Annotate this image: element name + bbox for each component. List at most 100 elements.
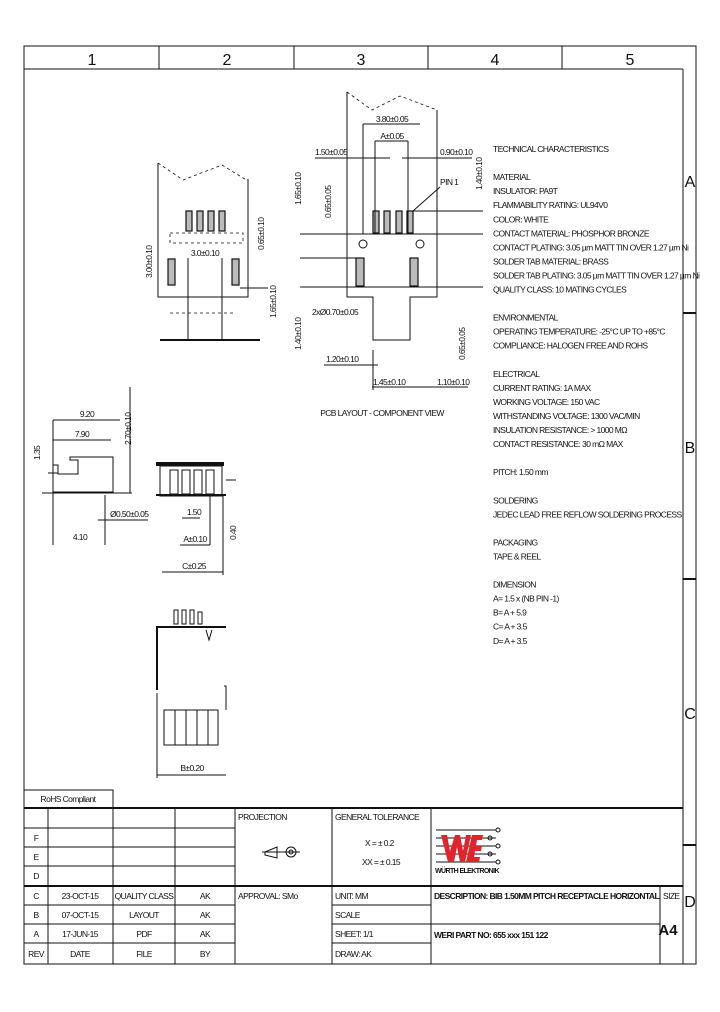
characteristic-line: FLAMMABILITY RATING: UL94V0 <box>493 200 608 210</box>
file-cell: QUALITY CLASS <box>115 891 175 901</box>
characteristic-line: WORKING VOLTAGE: 150 VAC <box>493 397 600 407</box>
rev-cell: F <box>34 833 39 843</box>
dimension-label: 1.50±0.05 <box>315 147 348 157</box>
column-label: 3 <box>357 52 366 69</box>
rev-cell: E <box>33 852 39 862</box>
date-header: DATE <box>70 949 91 959</box>
characteristic-line: A= 1.5 x (NB PIN -1) <box>493 594 559 604</box>
characteristic-line: INSULATOR: PA9T <box>493 186 558 196</box>
dimension-label: A±0.05 <box>380 131 404 141</box>
characteristic-line: CONTACT MATERIAL: PHOSPHOR BRONZE <box>493 228 650 238</box>
row-label: D <box>684 894 696 911</box>
characteristic-line: QUALITY CLASS: 10 MATING CYCLES <box>493 285 627 295</box>
column-label: 2 <box>223 52 232 69</box>
characteristic-line: TECHNICAL CHARACTERISTICS <box>493 144 609 154</box>
characteristic-line: PITCH: 1.50 mm <box>493 467 548 477</box>
date-cell: 23-OCT-15 <box>62 891 100 901</box>
dimension-label: 0.65±0.10 <box>256 217 266 250</box>
front-view <box>156 462 236 575</box>
characteristic-line: SOLDER TAB MATERIAL: BRASS <box>493 256 609 266</box>
by-header: BY <box>200 949 211 959</box>
rev-cell: B <box>33 910 39 920</box>
dimension-label: 1.50 <box>187 507 202 517</box>
dimension-label: 1.65±0.10 <box>268 285 278 318</box>
file-cell: PDF <box>136 929 152 939</box>
characteristic-line: C= A + 3.5 <box>493 622 528 632</box>
dimension-label: 1.65±0.10 <box>293 172 303 205</box>
dimension-label: C±0.25 <box>182 561 207 571</box>
dimension-label: 1.45±0.10 <box>373 377 406 387</box>
characteristic-line: OPERATING TEMPERATURE: -25°C UP TO +85°C <box>493 327 665 337</box>
file-cell: LAYOUT <box>129 910 159 920</box>
projection-symbol-icon <box>262 846 300 859</box>
logo-wordmark: WÜRTH ELEKTRONIK <box>435 866 499 875</box>
by-cell: AK <box>200 910 211 920</box>
row-label: A <box>685 174 696 191</box>
sheet-label: SHEET: 1/1 <box>335 929 374 939</box>
dimension-label: 0.65±0.05 <box>457 327 467 360</box>
size-value: A4 <box>658 922 678 939</box>
dimension-label: Ø0.50±0.05 <box>110 509 149 519</box>
dimension-label: 0.65±0.05 <box>323 185 333 218</box>
size-label: SIZE <box>663 891 680 901</box>
tolerance-x: X = ± 0.2 <box>365 838 395 848</box>
pcb-layout-view <box>300 91 483 390</box>
drawn-label: DRAW: AK <box>335 949 372 959</box>
characteristic-line: ELECTRICAL <box>493 369 540 379</box>
characteristic-line: CURRENT RATING: 1A MAX <box>493 383 591 393</box>
characteristic-line: CONTACT RESISTANCE: 30 mΩ MAX <box>493 439 624 449</box>
characteristic-line: SOLDERING <box>493 495 538 505</box>
characteristic-line: D= A + 3.5 <box>493 636 528 646</box>
dimension-label: 0.40 <box>228 525 238 540</box>
rev-cell: A <box>33 929 39 939</box>
wurth-elektronik-logo: WÜRTH ELEKTRONIK <box>435 827 501 875</box>
dimension-label: 1.40±0.10 <box>474 157 484 190</box>
dimension-label: 1.10±0.10 <box>437 377 470 387</box>
dimension-label: 3.00±0.10 <box>144 245 154 278</box>
unit-label: UNIT: MM <box>335 891 368 901</box>
dimension-label: 2xØ0.70±0.05 <box>312 307 359 317</box>
dimension-label: 0.90±0.10 <box>440 147 473 157</box>
characteristic-line: INSULATION RESISTANCE: > 1000 MΩ <box>493 425 627 435</box>
bottom-view <box>156 609 227 778</box>
row-label: C <box>684 706 696 723</box>
top-view <box>157 162 268 341</box>
characteristic-line: TAPE & REEL <box>493 551 541 561</box>
characteristic-line: WITHSTANDING VOLTAGE: 1300 VAC/MIN <box>493 411 640 421</box>
column-label: 4 <box>491 52 500 69</box>
by-cell: AK <box>200 891 211 901</box>
scale-label: SCALE <box>335 910 361 920</box>
dimension-label: 7.90 <box>75 429 90 439</box>
characteristic-line: CONTACT PLATING: 3.05 µm MATT TIN OVER 1… <box>493 242 689 252</box>
characteristic-line: PACKAGING <box>493 537 538 547</box>
characteristic-line: COLOR: WHITE <box>493 214 549 224</box>
characteristic-line: B= A + 5.9 <box>493 608 527 618</box>
sheet-frame <box>23 45 697 965</box>
projection-label: PROJECTION <box>238 812 287 822</box>
dimension-label: 2.70±0.10 <box>123 412 133 445</box>
characteristic-line: JEDEC LEAD FREE REFLOW SOLDERING PROCESS <box>493 509 682 519</box>
rohs-compliant-label: RoHS Compliant <box>41 794 97 804</box>
description: DESCRIPTION: BIB 1.50MM PITCH RECEPTACLE… <box>434 891 659 901</box>
rev-cell: C <box>33 891 39 901</box>
file-header: FILE <box>136 949 152 959</box>
title-block <box>23 789 683 964</box>
view-title: PCB LAYOUT - COMPONENT VIEW <box>320 408 444 418</box>
column-label: 5 <box>626 52 635 69</box>
tolerance-xx: XX = ± 0.15 <box>362 857 401 867</box>
dimension-label: 1.20±0.10 <box>326 354 359 364</box>
characteristic-line: ENVIRONMENTAL <box>493 313 559 323</box>
general-tolerance-label: GENERAL TOLERANCE <box>335 812 420 822</box>
dimension-label: 3.0±0.10 <box>191 248 220 258</box>
characteristic-line: COMPLIANCE: HALOGEN FREE AND ROHS <box>493 341 648 351</box>
pin-1-label: PIN 1 <box>440 177 459 187</box>
dimension-label: B±0.20 <box>180 763 204 773</box>
date-cell: 17-JUN-15 <box>62 929 99 939</box>
dimension-label: 1.40±0.10 <box>293 317 303 350</box>
column-label: 1 <box>88 52 97 69</box>
technical-characteristics: TECHNICAL CHARACTERISTICSMATERIALINSULAT… <box>493 144 701 646</box>
characteristic-line: SOLDER TAB PLATING: 3.05 µm MATT TIN OVE… <box>493 270 700 280</box>
rev-cell: D <box>33 871 39 881</box>
by-cell: AK <box>200 929 211 939</box>
